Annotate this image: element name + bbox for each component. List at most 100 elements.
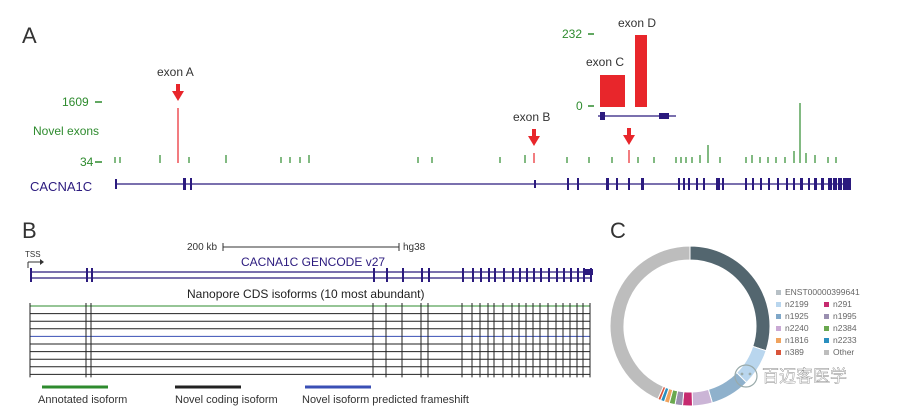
scale-label: 200 kb	[187, 242, 217, 253]
gene-exon	[777, 178, 779, 190]
exon-a-label: exon A	[157, 65, 194, 79]
gencode-exon	[421, 274, 423, 282]
legend-swatch	[776, 350, 781, 355]
gene-exon	[843, 178, 851, 190]
legend-swatch	[776, 290, 781, 295]
isoform-track	[29, 303, 591, 378]
gencode-exon	[512, 268, 514, 276]
gencode-track-title: CACNA1C GENCODE v27	[241, 255, 385, 269]
gene-exon	[190, 178, 192, 190]
gene-exon	[683, 178, 685, 190]
legend-swatch	[824, 350, 829, 355]
gencode-exon	[494, 268, 496, 276]
legend-entry: n1925	[785, 311, 809, 321]
legend-swatch	[776, 338, 781, 343]
gencode-exon	[577, 268, 579, 276]
legend-swatch	[776, 314, 781, 319]
legend-entry: n291	[833, 299, 852, 309]
legend-swatch	[776, 326, 781, 331]
gencode-exon	[386, 268, 388, 276]
legend-label-novel: Novel coding isoform	[175, 394, 278, 406]
gene-exon	[716, 178, 720, 190]
gencode-exon	[526, 274, 528, 282]
gencode-exon	[91, 268, 93, 276]
isoform-donut-chart	[609, 245, 771, 407]
gene-exon	[808, 178, 810, 190]
inset-exon	[600, 112, 605, 120]
gencode-exon	[30, 268, 32, 276]
legend-swatch	[824, 326, 829, 331]
legend-entry: Other	[833, 347, 854, 357]
gene-exon	[183, 178, 186, 190]
gencode-exon	[428, 268, 430, 276]
gene-exon	[115, 179, 117, 189]
gene-exon	[567, 178, 569, 190]
legend-entry: n2199	[785, 299, 809, 309]
gencode-exon	[480, 268, 482, 276]
gencode-exon	[583, 268, 585, 276]
gene-exon	[616, 178, 618, 190]
gencode-exon	[428, 274, 430, 282]
watermark-text: 百迈客医学	[762, 367, 847, 386]
gene-exon	[800, 178, 803, 190]
donut-slice	[609, 245, 691, 400]
gencode-exon	[548, 268, 550, 276]
gencode-exon	[373, 274, 375, 282]
gene-exon	[606, 178, 609, 190]
legend-swatch	[776, 302, 781, 307]
legend-swatch	[824, 338, 829, 343]
gencode-exon	[533, 268, 535, 276]
gene-exon	[793, 178, 795, 190]
gencode-exon	[519, 268, 521, 276]
gencode-exon	[563, 274, 565, 282]
gene-exon	[745, 178, 747, 190]
exon-a-arrow	[172, 84, 184, 101]
gencode-exon	[583, 274, 585, 282]
legend-entry: n1995	[833, 311, 857, 321]
gencode-exon	[512, 274, 514, 282]
gene-exon	[768, 178, 770, 190]
gencode-exon	[488, 274, 490, 282]
gene-exon	[722, 178, 724, 190]
gencode-exon	[86, 268, 88, 276]
tick-34: 34	[80, 155, 94, 169]
tick-232: 232	[562, 27, 582, 41]
exon-c-bar	[600, 75, 625, 107]
legend-entry: n2384	[833, 323, 857, 333]
gene-exon	[838, 178, 842, 190]
gencode-exon	[30, 274, 32, 282]
gene-exon	[703, 178, 705, 190]
exon-d-label: exon D	[618, 16, 656, 30]
donut-slice	[707, 371, 748, 404]
gencode-exon	[556, 268, 558, 276]
legend-entry: n389	[785, 347, 804, 357]
gencode-exon	[540, 274, 542, 282]
tick-0: 0	[576, 99, 583, 113]
gencode-exon	[503, 274, 505, 282]
gencode-exon	[556, 274, 558, 282]
tss-label: TSS	[25, 250, 41, 259]
legend-entry: n1816	[785, 335, 809, 345]
exon-c-label: exon C	[586, 55, 624, 69]
watermark: 百迈客医学	[734, 364, 847, 388]
scale-bar	[222, 243, 400, 251]
gencode-exon	[548, 274, 550, 282]
gencode-exon	[503, 268, 505, 276]
tss-arrow-icon	[27, 259, 44, 268]
panel-b-label: B	[22, 218, 37, 243]
gencode-exon	[472, 274, 474, 282]
gencode-exon	[402, 268, 404, 276]
tick-1609: 1609	[62, 95, 89, 109]
donut-slice	[689, 245, 771, 352]
donut-legend: ENST00000399641 n2199 n291 n1925 n1995 n…	[776, 287, 860, 357]
gene-exon	[786, 178, 788, 190]
wechat-icon	[734, 364, 758, 388]
novel-exons-label: Novel exons	[33, 124, 99, 138]
gene-exon	[678, 178, 680, 190]
legend-entry: n2233	[833, 335, 857, 345]
panel-a-label: A	[22, 23, 37, 48]
assembly-label: hg38	[403, 242, 426, 253]
gencode-exon	[570, 268, 572, 276]
gencode-exon	[540, 268, 542, 276]
panel-c-label: C	[610, 218, 626, 243]
